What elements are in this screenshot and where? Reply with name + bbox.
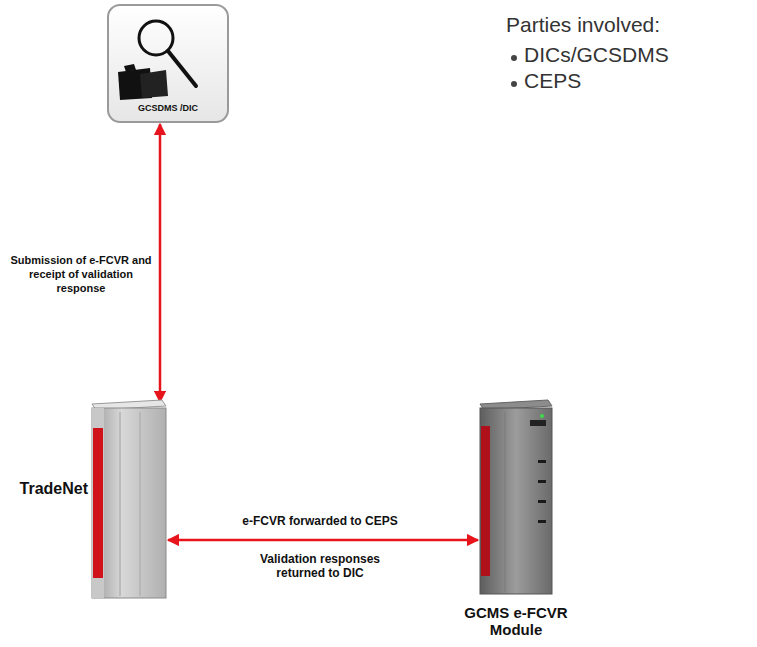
heading: Parties involved: xyxy=(506,12,751,37)
flow-arrow xyxy=(159,124,162,402)
edge-label: Submission of e-FCVR and receipt of vali… xyxy=(8,254,154,295)
list-item: CEPS xyxy=(524,68,752,93)
list-item: DICs/GCSDMS xyxy=(524,42,752,67)
bullet-dot xyxy=(511,81,517,87)
edge-label: e-FCVR forwarded to CEPS xyxy=(190,514,450,529)
search-icon xyxy=(108,5,228,122)
node-label: GCMS e-FCVR Module xyxy=(446,604,586,639)
edge-note: Validation responses returned to DIC xyxy=(250,552,390,581)
node-label: TradeNet xyxy=(18,480,88,498)
server-node: TradeNet xyxy=(92,404,166,598)
server-icon xyxy=(480,400,552,594)
node-label: GCSDMS /DIC xyxy=(112,103,224,113)
flow-arrow xyxy=(168,539,478,542)
server-icon xyxy=(92,400,166,598)
search-node: GCSDMS /DIC xyxy=(108,5,228,122)
bullet-dot xyxy=(511,55,517,61)
server-node: GCMS e-FCVR Module xyxy=(480,404,552,594)
